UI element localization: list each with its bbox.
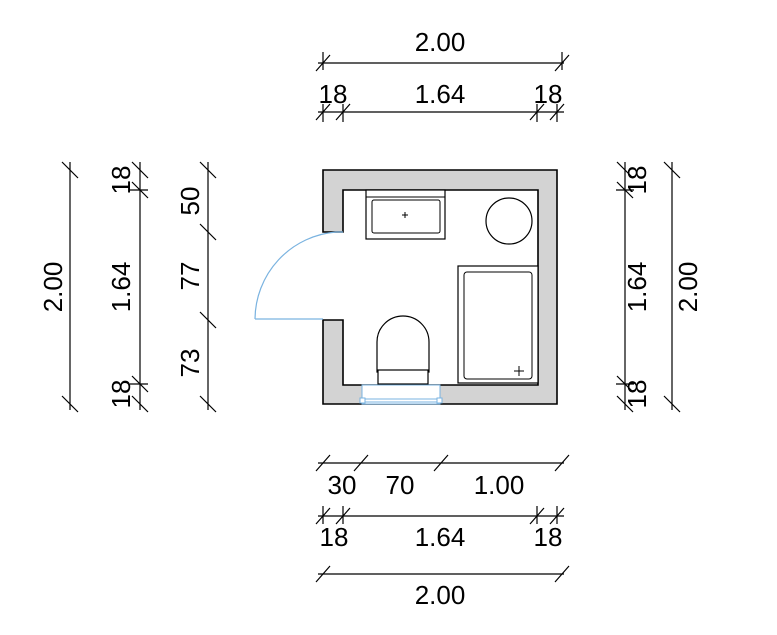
right-bottom-wall-dim: 18: [622, 380, 652, 409]
left-seg-bottom-dim: 73: [175, 349, 205, 378]
top-right-wall-dim: 18: [534, 79, 563, 109]
window: [359, 384, 443, 405]
round-fixture: [485, 197, 533, 245]
left-seg-door-dim: 77: [175, 262, 205, 291]
left-seg-top-dim: 50: [175, 187, 205, 216]
top-inner-dim: 1.64: [415, 79, 466, 109]
top-overall-dim: 2.00: [415, 27, 466, 57]
door-swing: [254, 231, 343, 320]
bottom-dimensions: 30 70 1.00 18 1.64 18 2.00: [315, 454, 570, 610]
bottom-seg-2-dim: 70: [386, 470, 415, 500]
right-inner-dim: 1.64: [622, 262, 652, 313]
left-bottom-wall-dim: 18: [106, 380, 136, 409]
bottom-left-wall-dim: 18: [320, 522, 349, 552]
right-top-wall-dim: 18: [622, 166, 652, 195]
top-dimensions: 2.00 18 1.64 18: [315, 27, 570, 122]
sink: [365, 189, 446, 240]
left-dimensions: 2.00 18 1.64 18 50 77 73: [38, 161, 217, 413]
bathtub: [457, 265, 539, 384]
right-dimensions: 18 1.64 18 2.00: [616, 161, 703, 413]
top-left-wall-dim: 18: [319, 79, 348, 109]
bottom-seg-3-dim: 1.00: [474, 470, 525, 500]
left-top-wall-dim: 18: [106, 166, 136, 195]
bottom-seg-1-dim: 30: [328, 470, 357, 500]
room: [254, 169, 558, 405]
bottom-right-wall-dim: 18: [534, 522, 563, 552]
bottom-inner-dim: 1.64: [415, 522, 466, 552]
toilet: [376, 315, 430, 385]
right-overall-dim: 2.00: [673, 262, 703, 313]
left-inner-dim: 1.64: [106, 262, 136, 313]
left-overall-dim: 2.00: [38, 262, 68, 313]
bottom-overall-dim: 2.00: [415, 580, 466, 610]
